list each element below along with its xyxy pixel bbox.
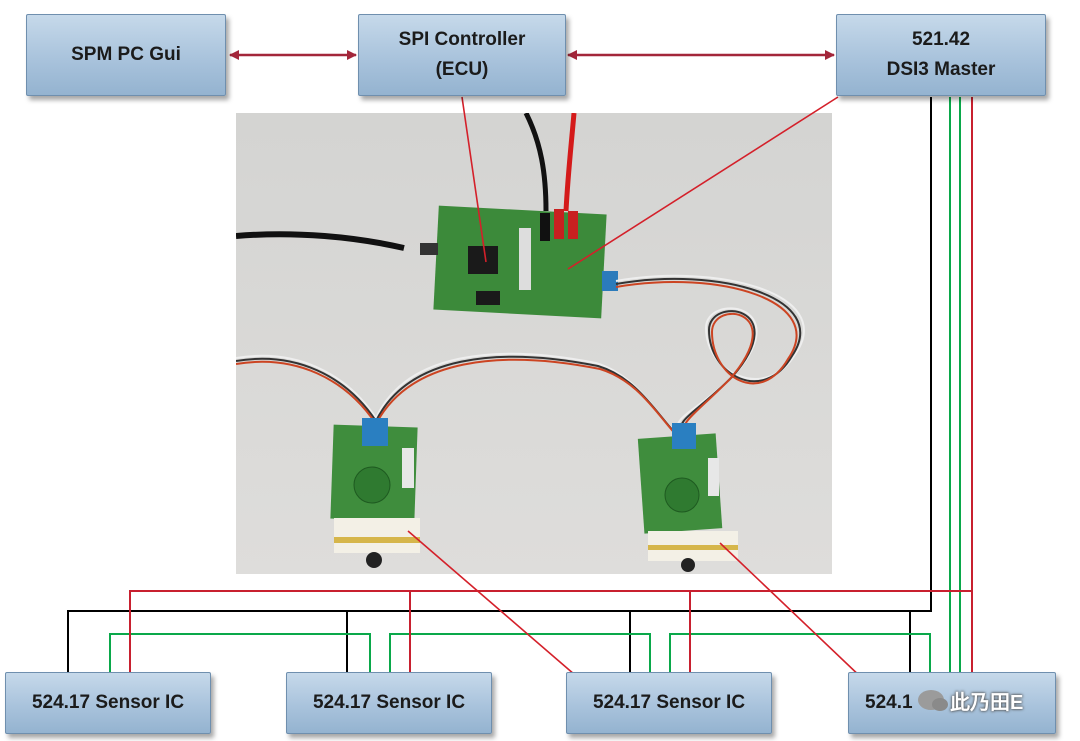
bus-green [109, 97, 961, 672]
watermark: 此乃田E [918, 683, 1078, 717]
watermark-text: 此乃田E [950, 691, 1024, 714]
spm-pc-gui-label: SPM PC Gui [71, 43, 181, 65]
sensor-ic-box-3: 524.17 Sensor IC [566, 672, 772, 734]
spi-controller-sublabel: (ECU) [435, 59, 489, 80]
sensor-ic-label: 524.17 Sensor IC [312, 691, 466, 713]
spi-controller-label: SPI Controller [398, 28, 526, 50]
spm-pc-gui-box: SPM PC Gui [26, 14, 226, 96]
spi-controller-box: SPI Controller (ECU) [358, 14, 566, 96]
sensor-ic-box-1: 524.17 Sensor IC [5, 672, 211, 734]
dsi3-master-number: 521.42 [911, 28, 971, 50]
main-board [420, 205, 618, 319]
sensor-ic-label: 524.17 Sensor IC [31, 691, 185, 713]
wechat-icon [918, 690, 948, 711]
dsi3-master-box: 521.42 DSI3 Master [836, 14, 1046, 96]
dsi3-master-label: DSI3 Master [886, 59, 996, 80]
hardware-photo [236, 113, 832, 574]
sensor-ic-box-4: 524.1 [848, 672, 1056, 734]
sensor-ic-label: 524.1 [865, 691, 913, 713]
sensor-ic-label: 524.17 Sensor IC [592, 691, 746, 713]
sensor-ic-box-2: 524.17 Sensor IC [286, 672, 492, 734]
sensor-board-left [330, 418, 420, 568]
